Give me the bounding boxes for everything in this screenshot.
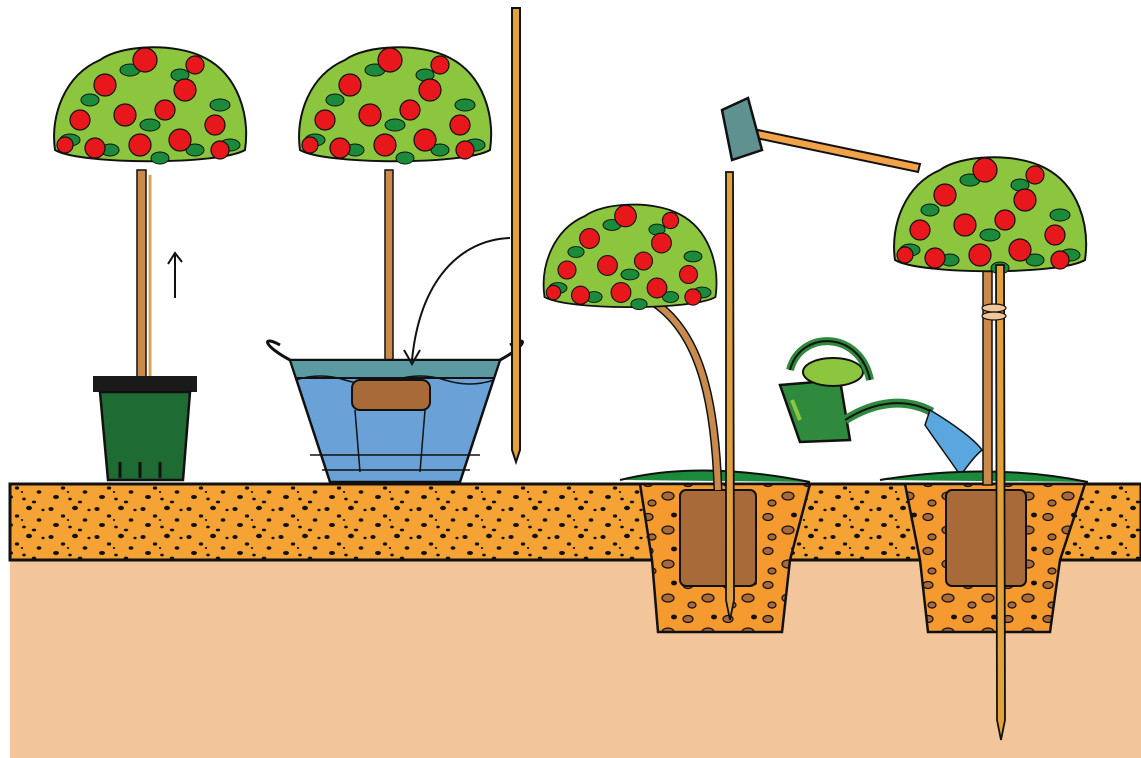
hammer-icon bbox=[720, 96, 922, 174]
rootball bbox=[679, 489, 757, 587]
curved-arrow-icon bbox=[403, 237, 511, 367]
rose-stem bbox=[136, 169, 147, 381]
rose-crown bbox=[298, 46, 493, 165]
arrow-up-icon bbox=[167, 251, 183, 298]
rootball bbox=[945, 489, 1027, 587]
watering-can-icon bbox=[778, 337, 935, 444]
step-3-planting-pit bbox=[542, 171, 812, 634]
garden-stake bbox=[511, 7, 521, 466]
rose-stem bbox=[982, 269, 993, 486]
step-2-soaking-tub bbox=[266, 46, 524, 484]
tie bbox=[981, 303, 1007, 321]
rose-crown bbox=[542, 203, 718, 311]
water-stream bbox=[924, 408, 984, 477]
stake bbox=[725, 171, 735, 621]
rose-stem bbox=[384, 169, 394, 381]
pot bbox=[93, 376, 197, 482]
rose-crown bbox=[893, 156, 1088, 275]
step-4-planting-pit bbox=[879, 156, 1089, 741]
rose-crown bbox=[53, 46, 248, 165]
water-tub bbox=[266, 339, 524, 484]
stake bbox=[995, 264, 1006, 741]
step-1-potted-rose bbox=[53, 46, 248, 482]
